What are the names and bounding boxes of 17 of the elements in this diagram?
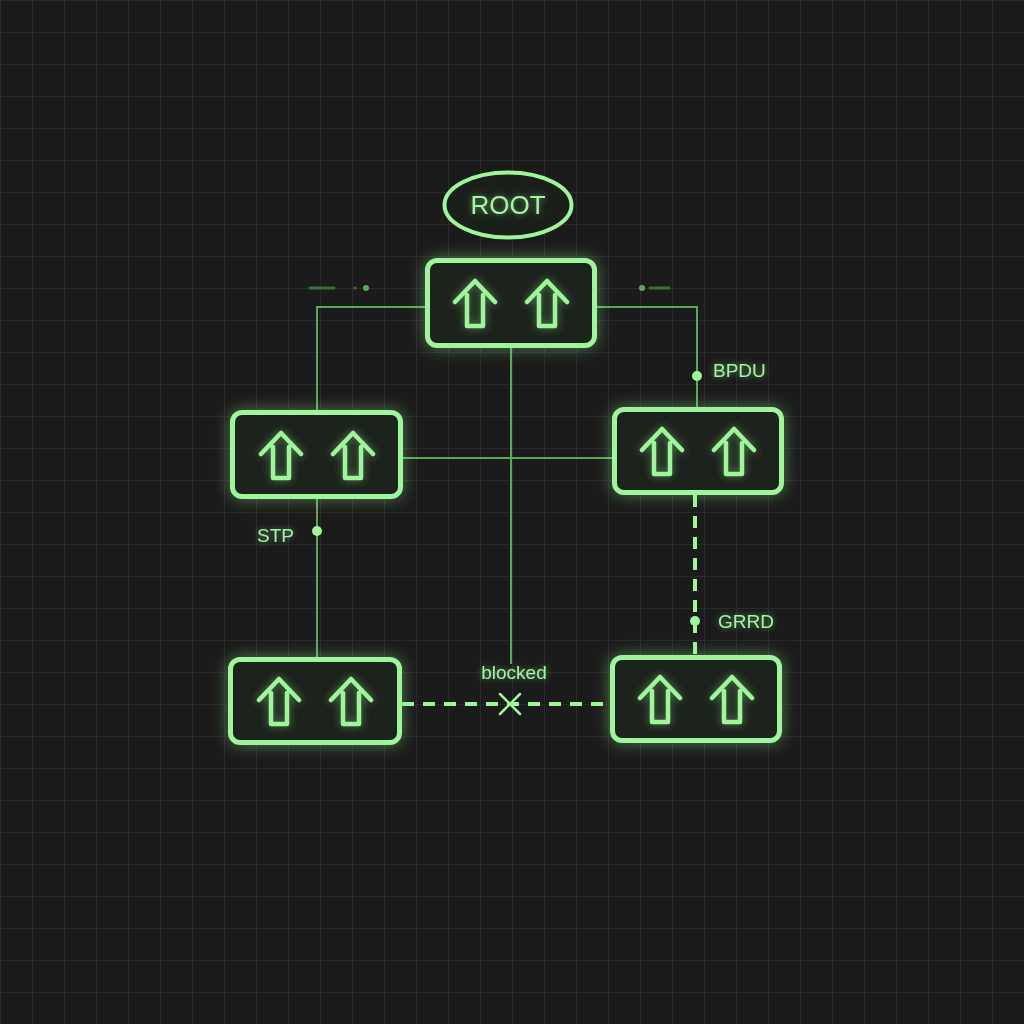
node-label: ROOT — [470, 192, 546, 218]
edge-label: GRRD — [718, 611, 774, 631]
rounded-box — [425, 258, 597, 348]
ellipse-node — [442, 170, 574, 240]
connector-line — [316, 498, 318, 658]
connector-line — [596, 306, 698, 408]
rounded-box — [612, 407, 784, 495]
edge-label: blocked — [481, 662, 547, 682]
connector-line — [316, 306, 426, 411]
edge-label: BPDU — [713, 360, 766, 380]
rounded-box — [230, 410, 403, 499]
edge-label: STP — [257, 525, 294, 545]
connector-line — [402, 457, 613, 459]
dashed-line — [693, 495, 697, 655]
rounded-box — [228, 657, 402, 745]
rounded-box — [610, 655, 782, 743]
connector-line — [510, 347, 512, 665]
